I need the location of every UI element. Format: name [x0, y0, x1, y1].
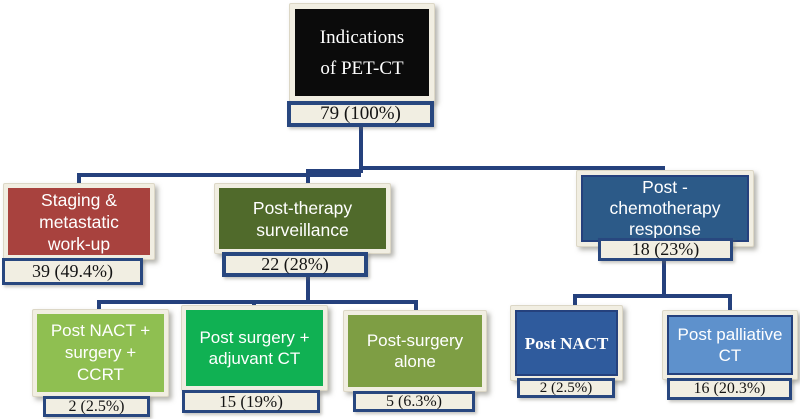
node-post-nact-line: Post NACT [524, 333, 609, 353]
node-surgery-alone-line: alone [394, 352, 436, 371]
node-nact-surgery-ccrt-line: Post NACT + [50, 321, 151, 340]
node-surveillance-line: Post-therapy [252, 197, 353, 218]
connector-surveillance-rail [97, 300, 418, 316]
node-staging-count: 39 (49.4%) [2, 258, 143, 285]
node-surveillance-card: Post-therapy surveillance [214, 183, 391, 254]
node-surgery-alone-box: Post-surgery alone [348, 315, 482, 387]
node-surgery-adjuvant-line: Post surgery + [199, 328, 310, 347]
node-nact-surgery-ccrt-box: Post NACT + surgery + CCRT [37, 314, 164, 392]
connector-chemo-rail [573, 294, 732, 316]
node-palliative-ct-line: Post palliative [677, 325, 783, 344]
node-surveillance-count: 22 (28%) [222, 252, 368, 277]
node-post-nact-card: Post NACT [510, 305, 623, 381]
node-root-line: of PET-CT [320, 57, 404, 79]
node-nact-surgery-ccrt-line: surgery + [64, 343, 137, 362]
node-surgery-adjuvant-count: 15 (19%) [182, 390, 320, 413]
node-surgery-alone-card: Post-surgery alone [343, 310, 487, 392]
connector-root-surveillance [306, 169, 361, 188]
node-chemo-response-count: 18 (23%) [598, 238, 733, 261]
node-chemo-response-box: Post - chemotherapy response [581, 175, 749, 242]
node-staging-line: metastatic [39, 211, 119, 232]
node-palliative-ct-box: Post palliative CT [667, 315, 793, 375]
node-nact-surgery-ccrt-card: Post NACT + surgery + CCRT [32, 309, 169, 397]
node-surgery-adjuvant-box: Post surgery + adjuvant CT [186, 310, 323, 386]
node-root-count: 79 (100%) [287, 101, 434, 127]
node-nact-surgery-ccrt-line: CCRT [77, 365, 124, 384]
node-root-line: Indications [319, 26, 405, 48]
node-staging-card: Staging & metastatic work-up [3, 183, 155, 260]
node-root-card: Indications of PET-CT [289, 3, 435, 102]
node-surgery-adjuvant-line: adjuvant CT [208, 349, 301, 368]
node-chemo-response-line: chemotherapy [609, 198, 721, 218]
node-nact-surgery-ccrt-count: 2 (2.5%) [43, 396, 150, 417]
node-staging-line: work-up [47, 233, 111, 254]
node-palliative-ct-card: Post palliative CT [662, 310, 798, 380]
node-staging-line: Staging & [41, 189, 117, 210]
connector-root-staging [77, 173, 361, 184]
node-post-nact-count: 2 (2.5%) [517, 378, 615, 398]
node-chemo-response-line: Post - [642, 177, 688, 197]
node-surgery-alone-line: Post-surgery [366, 331, 464, 350]
node-surveillance-box: Post-therapy surveillance [219, 188, 386, 249]
node-chemo-response-line: response [629, 219, 701, 239]
node-palliative-ct-count: 16 (20.3%) [667, 378, 792, 400]
node-root-box: Indications of PET-CT [295, 9, 429, 96]
node-palliative-ct-line: CT [718, 346, 742, 365]
node-surgery-adjuvant-card: Post surgery + adjuvant CT [181, 305, 328, 391]
node-surveillance-line: surveillance [256, 219, 349, 240]
node-chemo-response-card: Post - chemotherapy response [576, 170, 754, 247]
node-staging-box: Staging & metastatic work-up [8, 188, 150, 255]
node-post-nact-box: Post NACT [515, 310, 618, 376]
node-surgery-alone-count: 5 (6.3%) [353, 391, 475, 412]
